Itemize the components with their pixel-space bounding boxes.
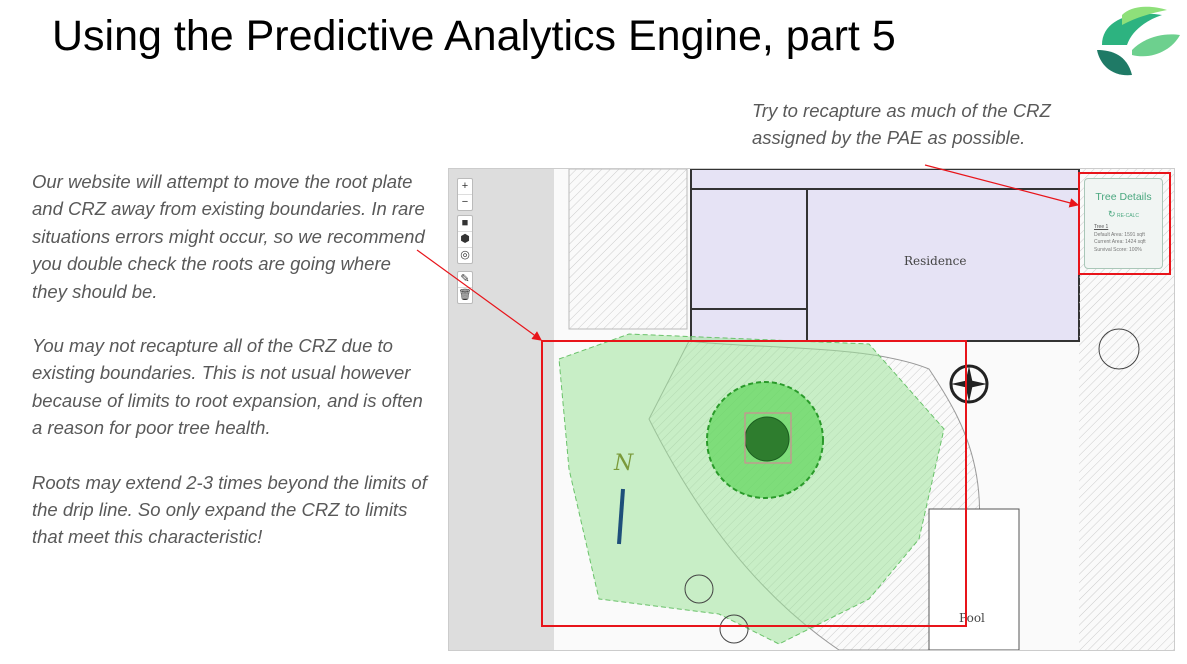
slide-title: Using the Predictive Analytics Engine, p…	[52, 12, 896, 60]
square-tool-icon[interactable]: ■	[458, 216, 472, 232]
callout-top: Try to recapture as much of the CRZ assi…	[752, 97, 1152, 152]
left-notes: Our website will attempt to move the roo…	[32, 168, 427, 578]
paragraph-roots: Roots may extend 2-3 times beyond the li…	[32, 471, 427, 548]
tree-name-link[interactable]: Tree 1	[1094, 224, 1109, 230]
recalc-button[interactable]: ↻ RE-CALC	[1085, 209, 1162, 220]
survival-score: Survival Score: 100%	[1094, 246, 1142, 253]
paragraph-boundaries: Our website will attempt to move the roo…	[32, 171, 425, 302]
north-arrow-label: N	[614, 451, 634, 476]
callout-line: Try to recapture as much of the CRZ	[752, 100, 1051, 121]
tree-details-panel: Tree Details ↻ RE-CALC Tree 1 Default Ar…	[1084, 178, 1163, 269]
default-area: Default Area: 1591 sqft	[1094, 231, 1145, 238]
polygon-tool-icon[interactable]: ⬢	[458, 232, 472, 248]
crz-highlight-box	[541, 340, 967, 627]
tree-details-highlight-box	[1078, 172, 1171, 275]
edit-tools: ✎ 🗑	[457, 271, 473, 304]
trash-icon[interactable]: 🗑	[458, 289, 472, 301]
paragraph-recapture: You may not recapture all of the CRZ due…	[32, 335, 423, 439]
draw-tools: ■ ⬢ ◎	[457, 215, 473, 264]
tree-details-heading: Tree Details	[1095, 191, 1152, 203]
current-area: Current Area: 1424 sqft	[1094, 239, 1146, 245]
callout-line: assigned by the PAE as possible.	[752, 127, 1026, 149]
tree-tool-icon[interactable]: ◎	[460, 249, 470, 261]
refresh-icon: ↻	[1108, 209, 1116, 219]
zoom-controls: + −	[457, 178, 473, 211]
edit-icon[interactable]: ✎	[458, 272, 472, 288]
recalc-label: RE-CALC	[1116, 213, 1139, 219]
zoom-in-button[interactable]: +	[458, 179, 472, 195]
company-logo	[1097, 6, 1180, 76]
residence-label: Residence	[904, 254, 967, 268]
zoom-out-button[interactable]: −	[461, 196, 469, 208]
